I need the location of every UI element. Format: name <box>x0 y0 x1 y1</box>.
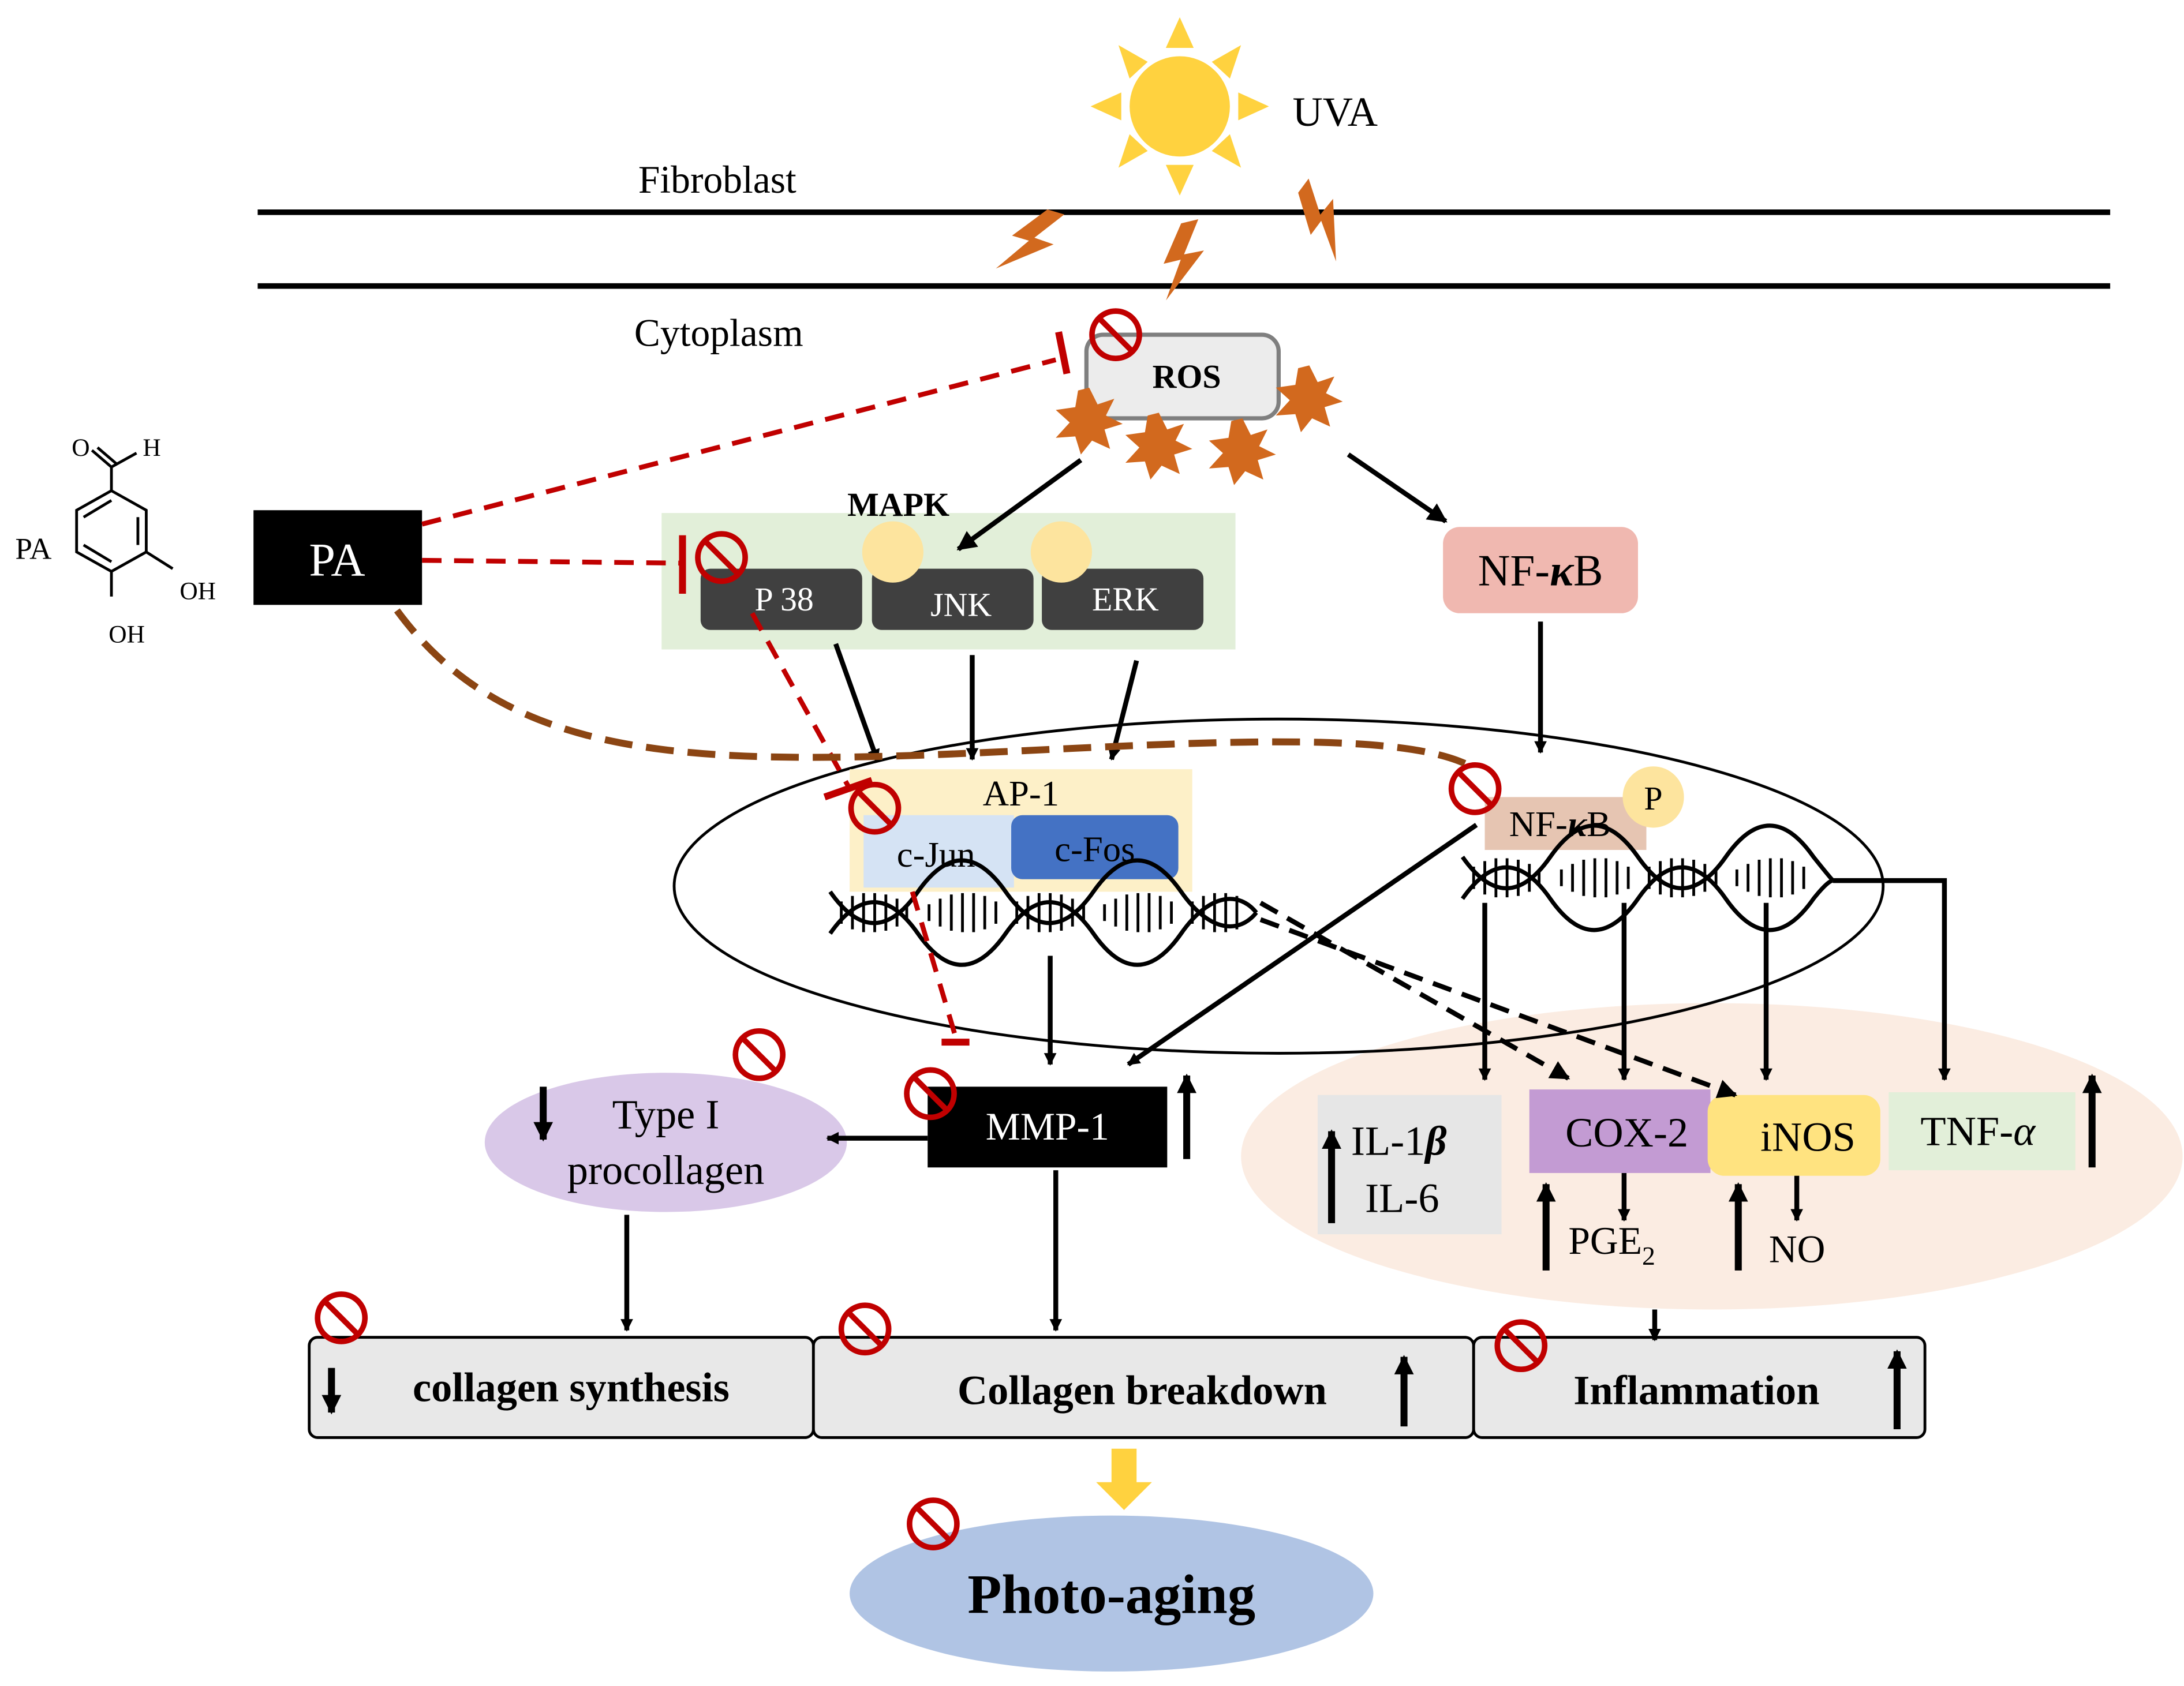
p38-label: P 38 <box>754 580 813 618</box>
pa-box-label: PA <box>309 534 365 586</box>
nfkb-cyto-box <box>1443 527 1638 613</box>
no-sign-icon-procollagen <box>735 1031 783 1078</box>
change-indicator-arrows <box>321 1073 2102 1429</box>
mmp1-label: MMP-1 <box>986 1105 1109 1148</box>
ros-label: ROS <box>1153 358 1221 395</box>
phospho-dot-jnk <box>862 521 923 583</box>
ap1-label: AP-1 <box>983 773 1059 814</box>
uva-label: UVA <box>1293 88 1378 135</box>
ros-box <box>1084 332 1281 421</box>
cox2-label: COX-2 <box>1565 1109 1688 1156</box>
photoaging-label: Photo-aging <box>967 1564 1255 1625</box>
pa-box <box>253 510 422 605</box>
inflammation-label: Inflammation <box>1573 1367 1819 1414</box>
nucleus-outline <box>672 717 1885 1055</box>
mapk-label: MAPK <box>847 486 949 523</box>
pge2-label: PGE2 <box>1568 1219 1655 1271</box>
cfos-box <box>1011 815 1179 879</box>
il6-label: IL-6 <box>1365 1175 1439 1222</box>
phospho-label: P <box>1644 780 1662 817</box>
collagen-breakdown-label: Collagen breakdown <box>958 1367 1327 1414</box>
tnf-label: TNF-α <box>1920 1108 2036 1155</box>
il-box <box>1317 1095 1502 1235</box>
dna-helix-right <box>1460 823 1835 932</box>
sun-icon <box>1090 17 1269 196</box>
inflammation-box <box>1472 1336 1927 1439</box>
structure-oh-right: OH <box>179 578 216 605</box>
ros-radicals-icon <box>1056 365 1343 485</box>
yellow-down-arrow-icon <box>1096 1448 1152 1510</box>
photoaging-ellipse <box>850 1515 1374 1672</box>
nfkb-cyto-label: NF-κB <box>1478 546 1603 595</box>
uv-lightning-icon-center <box>1160 216 1207 304</box>
inhibition-bars <box>679 331 1071 1046</box>
mmp1-box <box>928 1086 1168 1168</box>
dna-helix-left <box>828 858 1258 967</box>
no-label: NO <box>1769 1227 1826 1271</box>
inos-label: iNOS <box>1760 1113 1856 1160</box>
type1-label-line1: Type I <box>612 1091 720 1138</box>
cox2-box <box>1529 1089 1711 1173</box>
pa-nfkb-inhibition-curve <box>394 608 1473 770</box>
inos-box <box>1707 1095 1880 1176</box>
dashed-arrows <box>1259 901 1738 1099</box>
jnk-box <box>872 568 1034 630</box>
il1-label: IL-1β <box>1351 1118 1447 1164</box>
fibroblast-label: Fibroblast <box>638 158 796 201</box>
p38-box <box>700 568 862 630</box>
cytoplasm-label: Cytoplasm <box>634 311 803 354</box>
no-sign-icon-collagen-synthesis <box>317 1294 365 1342</box>
structure-h: H <box>143 434 160 462</box>
tnf-box <box>1888 1092 2075 1171</box>
erk-box <box>1042 568 1204 630</box>
phospho-dot-erk <box>1030 521 1092 583</box>
type1-procollagen-ellipse <box>484 1073 847 1212</box>
structure-pa-label: PA <box>15 533 51 566</box>
pa-inhibition-lines <box>421 357 1057 1037</box>
phospho-dot-nfkb <box>1622 766 1684 828</box>
pa-chemical-structure <box>75 446 174 597</box>
erk-label: ERK <box>1092 580 1159 618</box>
type1-label-line2: procollagen <box>567 1147 765 1193</box>
cjun-label: c-Jun <box>897 834 975 875</box>
uv-lightning-icon-right <box>1283 174 1364 265</box>
collagen-synthesis-label: collagen synthesis <box>413 1364 730 1411</box>
structure-oh-bottom: OH <box>109 620 145 648</box>
jnk-label: JNK <box>930 586 992 624</box>
structure-o: O <box>72 434 89 462</box>
no-sign-icon-nfkb <box>1452 765 1499 812</box>
